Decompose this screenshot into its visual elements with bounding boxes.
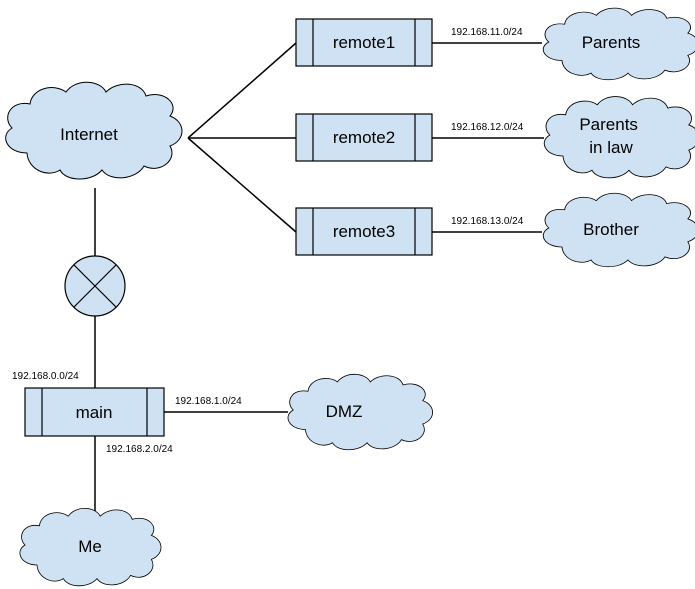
router-remote3-label: remote3 [333,222,395,241]
cloud-parents-label: Parents [582,33,641,52]
cloud-parents-in-law: Parents in law [543,96,695,179]
subnet-main-dmz-label: 192.168.1.0/24 [175,396,242,407]
subnet-remote2-label: 192.168.12.0/24 [451,122,524,133]
subnet-remote3-label: 192.168.13.0/24 [451,216,524,227]
router-remote1-label: remote1 [333,33,395,52]
subnet-main-wan-label: 192.168.0.0/24 [12,371,79,382]
link-internet-remote1 [187,42,297,139]
cloud-parents: Parents [542,7,695,81]
subnet-remote1-label: 192.168.11.0/24 [451,27,523,38]
cloud-brother-label: Brother [583,220,639,239]
cloud-parents-in-law-line1: Parents [579,115,638,134]
links [94,42,544,518]
link-internet-remote3 [187,137,297,233]
router-remote3: remote3 [295,207,433,256]
modem-crossed-circle-icon [64,255,126,317]
cloud-parents-in-law-label: Parents in law [579,115,642,157]
router-remote2-label: remote2 [333,128,395,147]
cloud-me: Me [19,507,162,587]
cloud-me-label: Me [78,537,102,556]
cloud-dmz-label: DMZ [326,402,363,421]
router-main: main [24,387,165,437]
cloud-brother: Brother [542,192,695,268]
subnet-main-lan-label: 192.168.2.0/24 [106,444,173,455]
cloud-internet-label: Internet [60,125,118,144]
router-remote1: remote1 [295,18,433,67]
cloud-internet: Internet [5,81,183,180]
cloud-dmz: DMZ [287,373,434,451]
cloud-parents-in-law-line2: in law [589,138,633,157]
router-remote2: remote2 [295,113,433,162]
router-main-label: main [76,403,113,422]
